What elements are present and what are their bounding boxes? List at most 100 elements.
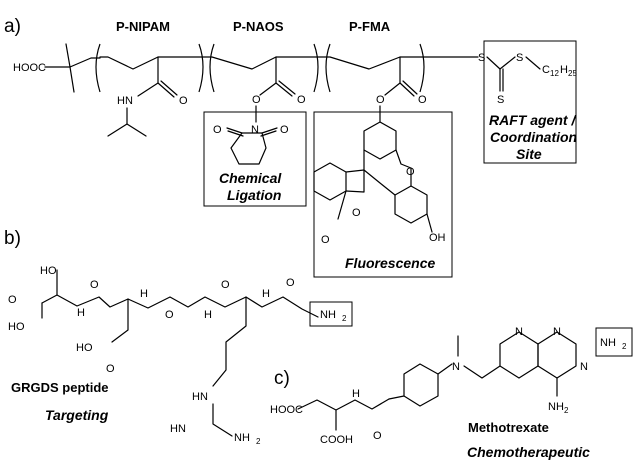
paren-open-3 <box>325 43 331 93</box>
mtx-amine-box <box>595 327 633 357</box>
methyl-bond-up <box>65 43 71 68</box>
peptide-name: GRGDS peptide <box>11 380 109 395</box>
group-hooc-left: HOOC <box>13 62 46 74</box>
fma-carbonyl-o: O <box>418 94 427 106</box>
arg-side-chain <box>212 296 247 387</box>
peptide-amine-box <box>309 301 353 327</box>
peptide-arg-hn2: HN <box>170 423 186 435</box>
fluorescence-label: Fluorescence <box>345 255 435 271</box>
xanthene-o: O <box>406 166 415 178</box>
peptide-h-1: H <box>77 307 85 319</box>
methyl-bond-down <box>69 66 75 93</box>
raft-alkyl-sub-25: 25 <box>568 69 577 78</box>
panel-label-a: a) <box>4 16 21 37</box>
peptide-asp-o: O <box>106 363 115 375</box>
mtx-o: O <box>373 430 382 442</box>
drug-name: Methotrexate <box>468 420 549 435</box>
drug-role: Chemotherapeutic <box>467 444 590 460</box>
paren-close-1 <box>198 43 204 93</box>
naos-carbonyl-o: O <box>297 94 306 106</box>
peptide-h-4: H <box>262 288 270 300</box>
block-label-pnaos: P-NAOS <box>233 19 284 34</box>
panel-label-c: c) <box>274 368 290 389</box>
ligation-label-line2: Ligation <box>227 187 281 203</box>
succinimide-o-right: O <box>280 124 289 136</box>
raft-alkyl-c: C <box>542 64 550 76</box>
naos-side-bond <box>259 56 277 96</box>
isobenzofuranone-ring <box>313 162 347 201</box>
mtx-terminal-nh: NH <box>600 337 616 349</box>
peptide-h-2: H <box>140 288 148 300</box>
mtx-n-methyl: N <box>452 361 460 373</box>
paren-close-2 <box>313 43 319 93</box>
block-label-pfma: P-FMA <box>349 19 391 34</box>
peptide-role: Targeting <box>45 407 109 423</box>
peptide-terminal-sub: 2 <box>342 314 347 323</box>
peptide-oh-terminal: HO <box>8 321 25 333</box>
mtx-ring-n-1: N <box>515 326 523 338</box>
succinimide-o-left: O <box>213 124 222 136</box>
ligation-label-line1: Chemical <box>219 170 282 186</box>
paren-close-3 <box>419 43 425 93</box>
peptide-o-terminal: O <box>8 294 17 306</box>
mtx-amino-n: N <box>548 401 556 413</box>
nipam-carbonyl <box>157 82 175 98</box>
raft-s-left: S <box>478 52 485 64</box>
peptide-arg-nh-sub: 2 <box>256 437 261 446</box>
ligation-box <box>203 111 307 207</box>
mtx-amino-h: H <box>556 401 564 413</box>
peptide-arg-nh: NH <box>234 432 250 444</box>
mtx-terminal-sub: 2 <box>622 342 627 351</box>
paren-open-1 <box>95 43 101 93</box>
fma-ester-o: O <box>376 94 385 106</box>
succinimide-ring <box>230 132 267 165</box>
mtx-glutamate-chain <box>297 398 390 411</box>
peptide-arg-hn: HN <box>192 391 208 403</box>
raft-alkyl-sub-12: 12 <box>550 69 559 78</box>
peptide-ser-ho: HO <box>40 265 57 277</box>
peptide-backbone <box>41 294 319 318</box>
peptide-o-1: O <box>90 279 99 291</box>
naos-ester-o: O <box>252 94 261 106</box>
raft-label-line3: Site <box>516 146 542 162</box>
mtx-pyrazine-ring <box>499 331 539 379</box>
mtx-hooc: HOOC <box>270 404 303 416</box>
peptide-o-4: O <box>286 277 295 289</box>
raft-box <box>483 40 577 164</box>
peptide-o-2: O <box>165 309 174 321</box>
peptide-h-3: H <box>204 309 212 321</box>
mtx-pyrimidine-ring <box>537 331 577 379</box>
backbone-chain <box>44 56 479 70</box>
raft-s-right: S <box>516 52 523 64</box>
fluorescein-oh: OH <box>429 232 446 244</box>
mtx-amino-sub: 2 <box>564 406 569 415</box>
isopropyl-bond-left <box>107 107 128 137</box>
panel-label-b: b) <box>4 228 21 249</box>
mtx-ring-n-2: N <box>553 326 561 338</box>
mtx-cooh: COOH <box>320 434 353 446</box>
peptide-terminal-nh: NH <box>320 309 336 321</box>
xanthene-ring-right <box>394 185 428 224</box>
mtx-h: H <box>352 388 360 400</box>
peptide-o-3: O <box>221 279 230 291</box>
isopropyl-bond-right <box>126 123 147 137</box>
block-label-pnipam: P-NIPAM <box>116 19 170 34</box>
raft-label-line1: RAFT agent / <box>489 112 577 128</box>
lactone-carbonyl-o: O <box>321 234 330 246</box>
nipam-o: O <box>179 95 188 107</box>
mtx-ring-n-3: N <box>580 361 588 373</box>
raft-label-line2: Coordination <box>490 129 577 145</box>
fluorescence-box <box>313 111 453 278</box>
lactone-o: O <box>352 207 361 219</box>
paren-open-2 <box>209 43 215 93</box>
peptide-asp-oh: HO <box>76 342 93 354</box>
mtx-benzene-ring <box>403 363 439 407</box>
xanthene-ring-top <box>363 121 397 160</box>
nipam-side-bond <box>137 56 159 97</box>
nipam-hn: HN <box>117 95 133 107</box>
succinimide-n: N <box>251 124 259 136</box>
raft-s-thione: S <box>497 94 504 106</box>
raft-alkyl-h: H <box>560 64 568 76</box>
